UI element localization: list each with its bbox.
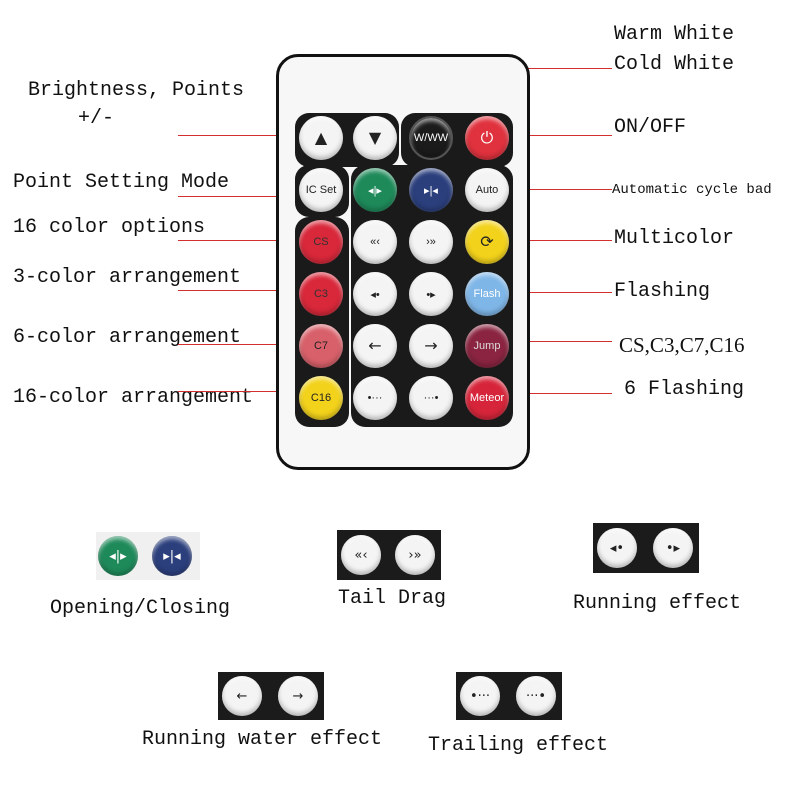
- multicolor-button[interactable]: ⟳: [465, 220, 509, 264]
- tail-drag-left-button[interactable]: «‹: [353, 220, 397, 264]
- flash-button[interactable]: Flash: [465, 272, 509, 316]
- c7-button[interactable]: C7: [299, 324, 343, 368]
- leader-line-auto: [486, 189, 612, 190]
- label-brightness: Brightness, Points: [28, 79, 245, 102]
- label-point-setting: Point Setting Mode: [13, 171, 230, 194]
- label-auto-cycle: Automatic cycle bad: [612, 182, 772, 198]
- leader-line-cs: [178, 240, 322, 241]
- legend-tile-running-water: ← →: [218, 672, 324, 720]
- leader-line-brightness: [178, 135, 322, 136]
- label-brightness-pm: +/-: [78, 107, 115, 130]
- leader-line-c16: [178, 391, 322, 392]
- closing-button[interactable]: ▸|◂: [409, 168, 453, 212]
- www-button[interactable]: W/WW: [409, 116, 453, 160]
- brightness-up-button[interactable]: ▲: [299, 116, 343, 160]
- label-16-color-arrangement: 16-color arrangement: [13, 386, 254, 409]
- leader-line-multicolor: [486, 240, 612, 241]
- remote-control: ▲ ▼ W/WW ⏻ IC Set ◂|▸ ▸|◂ Auto CS «‹ ›» …: [276, 54, 530, 470]
- label-3-color: 3-color arrangement: [13, 266, 242, 289]
- legend-arrow-left-button: ←: [222, 676, 262, 716]
- legend-running-left-button: ◂•: [597, 528, 637, 568]
- leader-line-jump: [486, 341, 612, 342]
- legend-opening-button: ◂|▸: [98, 536, 138, 576]
- leader-line-point-setting: [178, 196, 322, 197]
- label-6-flashing: 6 Flashing: [624, 378, 745, 401]
- legend-label-running-effect: Running effect: [573, 592, 742, 615]
- jump-button[interactable]: Jump: [465, 324, 509, 368]
- running-right-button[interactable]: •▸: [409, 272, 453, 316]
- legend-label-opening-closing: Opening/Closing: [50, 597, 231, 620]
- legend-running-right-button: •▸: [653, 528, 693, 568]
- tail-drag-right-button[interactable]: ›»: [409, 220, 453, 264]
- brightness-down-button[interactable]: ▼: [353, 116, 397, 160]
- label-multicolor: Multicolor: [614, 227, 735, 250]
- leader-line-c7: [178, 344, 322, 345]
- trailing-left-button[interactable]: •···: [353, 376, 397, 420]
- meteor-button[interactable]: Meteor: [465, 376, 509, 420]
- arrow-left-button[interactable]: ←: [353, 324, 397, 368]
- auto-button[interactable]: Auto: [465, 168, 509, 212]
- cs-button[interactable]: CS: [299, 220, 343, 264]
- leader-line-c3: [178, 290, 322, 291]
- legend-label-trailing: Trailing effect: [428, 734, 609, 757]
- label-jump-modes: CS,C3,C7,C16: [619, 333, 745, 357]
- label-6-color: 6-color arrangement: [13, 326, 242, 349]
- ic-set-button[interactable]: IC Set: [299, 168, 343, 212]
- legend-tile-running: ◂• •▸: [593, 523, 699, 573]
- legend-trailing-right-button: ···•: [516, 676, 556, 716]
- leader-line-on-off: [486, 135, 612, 136]
- legend-tile-trailing: •··· ···•: [456, 672, 562, 720]
- legend-tail-left-button: «‹: [341, 535, 381, 575]
- power-button[interactable]: ⏻: [465, 116, 509, 160]
- leader-line-meteor: [486, 393, 612, 394]
- legend-arrow-right-button: →: [278, 676, 318, 716]
- legend-closing-button: ▸|◂: [152, 536, 192, 576]
- label-16-color-options: 16 color options: [13, 216, 206, 239]
- c3-button[interactable]: C3: [299, 272, 343, 316]
- label-cold-white: Cold White: [614, 53, 735, 76]
- c16-button[interactable]: C16: [299, 376, 343, 420]
- label-warm-white: Warm White: [614, 23, 735, 46]
- opening-button[interactable]: ◂|▸: [353, 168, 397, 212]
- legend-label-tail-drag: Tail Drag: [338, 587, 447, 610]
- legend-label-running-water: Running water effect: [142, 728, 383, 751]
- leader-line-flash: [486, 292, 612, 293]
- trailing-right-button[interactable]: ···•: [409, 376, 453, 420]
- legend-tile-opening-closing: ◂|▸ ▸|◂: [96, 532, 200, 580]
- label-on-off: ON/OFF: [614, 116, 687, 139]
- legend-tail-right-button: ›»: [395, 535, 435, 575]
- arrow-right-button[interactable]: →: [409, 324, 453, 368]
- label-flashing: Flashing: [614, 280, 711, 303]
- legend-trailing-left-button: •···: [460, 676, 500, 716]
- legend-tile-tail-drag: «‹ ›»: [337, 530, 441, 580]
- running-left-button[interactable]: ◂•: [353, 272, 397, 316]
